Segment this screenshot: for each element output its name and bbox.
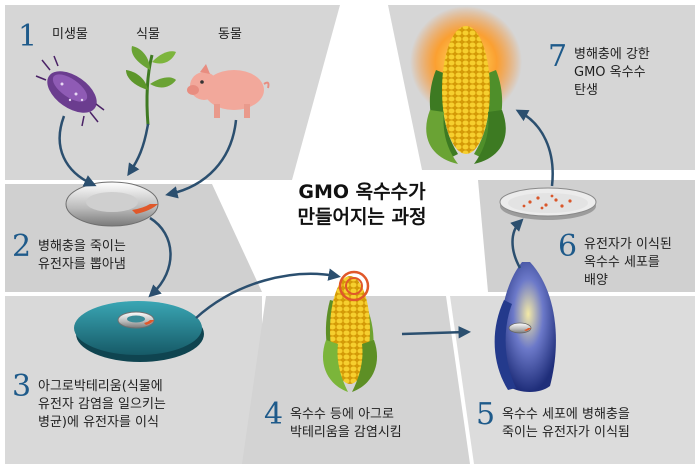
agrobacterium-disc-icon bbox=[74, 301, 204, 362]
step-3-number: 3 bbox=[12, 369, 32, 404]
arrow-pig-to-ring bbox=[165, 119, 238, 199]
step-1-label-plant: 식물 bbox=[136, 27, 160, 42]
arrow-corn-to-cell bbox=[401, 325, 471, 339]
step-4-number: 4 bbox=[264, 397, 284, 432]
arrow-ring-to-disc bbox=[148, 216, 172, 298]
arrow-cell-to-dish bbox=[510, 218, 524, 269]
arrow-disc-to-corn bbox=[195, 268, 341, 319]
step-2-text: 병해충을 죽이는 유전자를 뽑아냄 bbox=[38, 239, 126, 272]
step-6-number: 6 bbox=[558, 229, 578, 264]
transformed-corn-cell-icon bbox=[494, 262, 556, 392]
step-5-text: 옥수수 세포에 병해충을 죽이는 유전자가 이식됨 bbox=[502, 407, 630, 440]
dna-ring-icon bbox=[65, 181, 159, 227]
step-7-text: 병해충에 강한 GMO 옥수수 탄생 bbox=[574, 47, 650, 98]
arrow-microbe-to-ring bbox=[58, 115, 97, 187]
step-3-text: 아그로박테리움(식물에 유전자 감염을 일으키는 병균)에 유전자를 이식 bbox=[38, 379, 166, 430]
panel-step1 bbox=[5, 5, 340, 180]
step-7-number: 7 bbox=[548, 39, 568, 74]
arrow-plant-to-ring bbox=[127, 123, 150, 177]
step-1-number: 1 bbox=[18, 19, 38, 54]
plant-icon bbox=[126, 46, 176, 126]
step-1-label-microbe: 미생물 bbox=[52, 27, 88, 42]
arrow-dish-to-corn bbox=[515, 109, 554, 187]
corn-icon bbox=[322, 270, 378, 392]
flow-arrows bbox=[58, 109, 554, 339]
step-6-text: 유전자가 이식된 옥수수 세포를 배양 bbox=[584, 237, 672, 288]
step-4-text: 옥수수 등에 아그로 박테리움을 감염시킴 bbox=[290, 407, 402, 440]
petri-dish-icon bbox=[499, 187, 597, 220]
step-1-label-animal: 동물 bbox=[218, 27, 242, 42]
step-5-number: 5 bbox=[476, 397, 496, 432]
diagram-title: GMO 옥수수가 만들어지는 과정 bbox=[297, 181, 427, 228]
step-2-number: 2 bbox=[12, 229, 32, 264]
pig-icon bbox=[187, 64, 270, 118]
glowing-corn-icon bbox=[410, 6, 522, 164]
microbe-icon bbox=[35, 55, 105, 127]
